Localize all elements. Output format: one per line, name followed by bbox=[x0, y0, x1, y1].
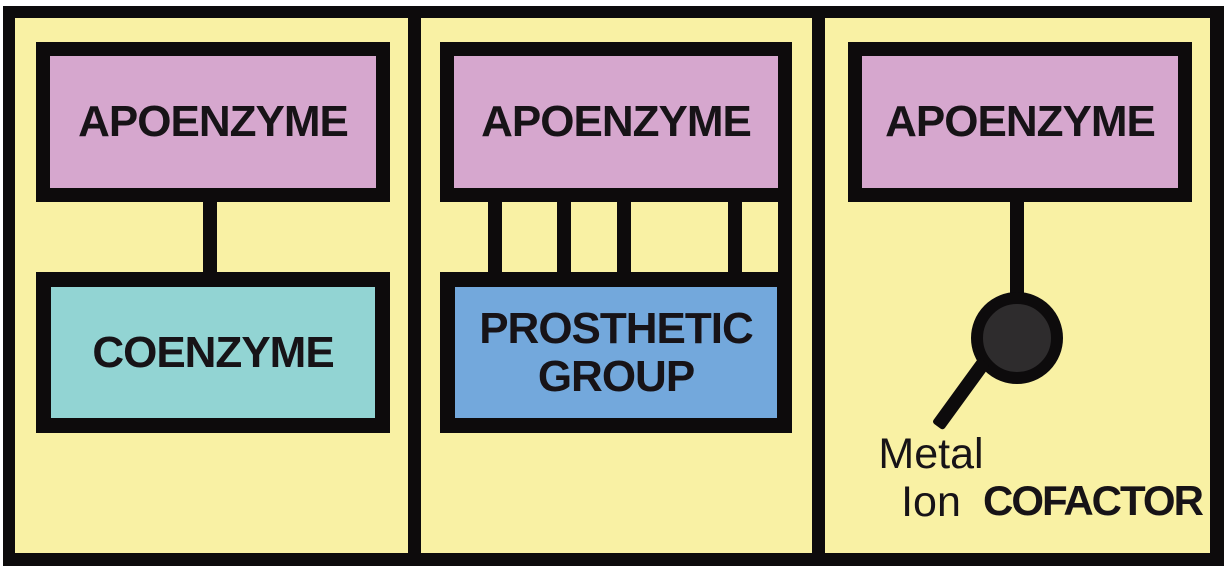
coenzyme-box: COENZYME bbox=[36, 272, 390, 433]
connector-line bbox=[557, 202, 571, 272]
prosthetic-label-line2: GROUP bbox=[537, 351, 695, 401]
apoenzyme-box: APOENZYME bbox=[848, 42, 1192, 202]
prosthetic-group-label: PROSTHETIC GROUP bbox=[479, 303, 754, 401]
connector-line bbox=[203, 202, 217, 272]
connector-line bbox=[617, 202, 631, 272]
prosthetic-group-box: PROSTHETIC GROUP bbox=[440, 272, 792, 433]
connector-line bbox=[1010, 202, 1024, 293]
apoenzyme-label: APOENZYME bbox=[78, 97, 349, 146]
connector-line bbox=[778, 202, 792, 272]
prosthetic-label-line1: PROSTHETIC bbox=[479, 303, 754, 353]
connector-line bbox=[728, 202, 742, 272]
apoenzyme-box: APOENZYME bbox=[36, 42, 390, 202]
coenzyme-label: COENZYME bbox=[92, 327, 334, 377]
apoenzyme-label: APOENZYME bbox=[885, 97, 1156, 146]
apoenzyme-label: APOENZYME bbox=[481, 97, 752, 146]
metal-label-line1: Metal bbox=[878, 430, 984, 478]
apoenzyme-box: APOENZYME bbox=[440, 42, 792, 202]
cofactor-label: COFACTOR bbox=[983, 477, 1204, 524]
metal-ion-label: Metal Ion bbox=[856, 430, 1006, 526]
metal-label-line2: Ion bbox=[901, 478, 961, 526]
connector-line bbox=[488, 202, 502, 272]
